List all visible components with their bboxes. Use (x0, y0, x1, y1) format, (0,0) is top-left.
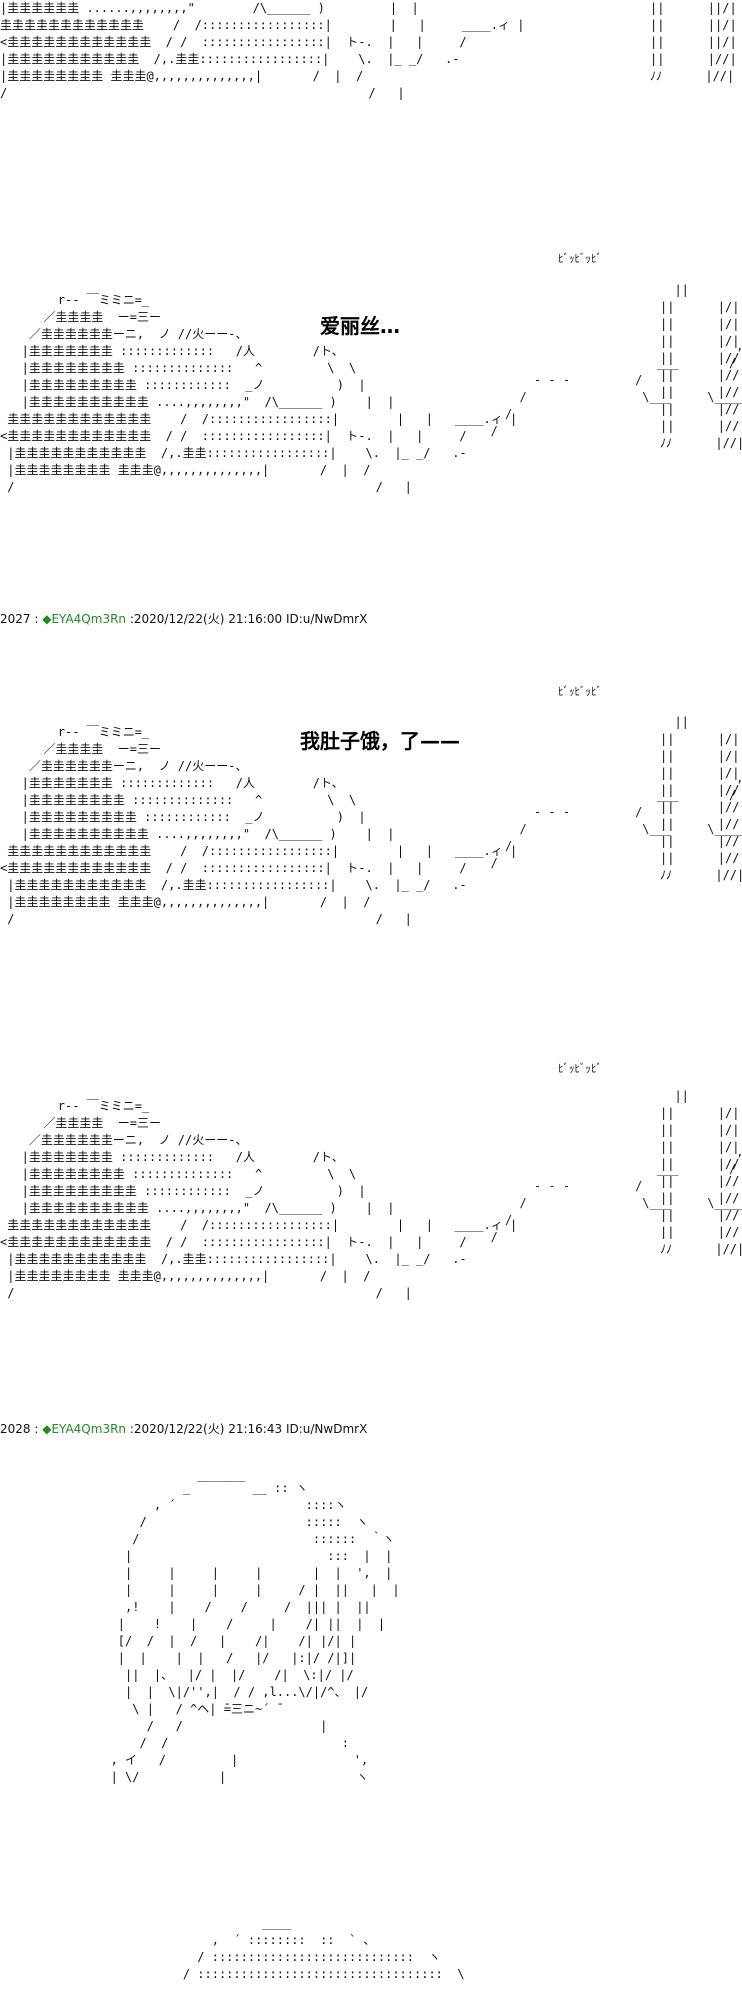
post-separator: : (34, 612, 39, 626)
poster-trip[interactable]: ◆EYA4Qm3Rn (42, 1422, 127, 1436)
aa-art-panel-2: r-- ￣ミミニ=_ ／圭圭圭圭 ー=三ー ／圭圭圭圭圭圭ーニ, ノ //火ーー… (0, 725, 518, 926)
post-header-2027: 2027 : ◆EYA4Qm3Rn :2020/12/22(火) 21:16:0… (0, 610, 367, 627)
aa-art-panel-3: r-- ￣ミミニ=_ ／圭圭圭圭 ー=三ー ／圭圭圭圭圭圭ーニ, ノ //火ーー… (0, 1099, 518, 1300)
speech-line-1: 爱丽丝… (320, 314, 400, 338)
aa-right-bars-panel-3: || || |/| || |/| || |/| || |//| || |//| … (660, 1089, 742, 1256)
aa-art-panel-5: ____ , ´ :::::::: :: ` 、 / :::::::::::::… (182, 1916, 465, 1981)
beep-sfx-1: ﾋﾞｯﾋﾞｯﾋﾞ (558, 252, 602, 265)
beep-sfx-2: ﾋﾞｯﾋﾞｯﾋﾞ (558, 685, 602, 698)
poster-trip[interactable]: ◆EYA4Qm3Rn (42, 612, 127, 626)
post-number[interactable]: 2027 (0, 612, 31, 626)
post-meta: :2020/12/22(火) 21:16:00 ID:u/NwDmrX (129, 612, 368, 626)
post-header-2028: 2028 : ◆EYA4Qm3Rn :2020/12/22(火) 21:16:4… (0, 1420, 367, 1437)
aa-art-panel-1: r-- ￣ミミニ=_ ／圭圭圭圭 ー=三ー ／圭圭圭圭圭圭ーニ, ノ //火ーー… (0, 293, 518, 494)
aa-right-bars-panel-1: || || |/| || |/| || |/| || |//| || |//| … (660, 283, 742, 450)
aa-signal-line-3: ,,. ___ / - - - / / \___ \______| / | / (490, 1145, 742, 1244)
aa-right-bars-panel-2: || || |/| || |/| || |/| || |//| || |//| … (660, 715, 742, 882)
post-number[interactable]: 2028 (0, 1422, 31, 1436)
aa-signal-line-1: ,,. ___ / - - - / / \___ \______| / | / (490, 339, 742, 438)
aa-art-panel-0: |圭圭圭圭圭圭 ......,,,,,,,," /\______ ) | | 圭… (0, 1, 525, 100)
beep-sfx-3: ﾋﾞｯﾋﾞｯﾋﾞ (558, 1062, 602, 1075)
aa-art-girl-back: _ ￣￣￣￣ __ :: ヽ , ´ ::::ヽ / ::::: ヽ / :::… (110, 1481, 400, 1784)
speech-line-2: 我肚子饿，了—— (300, 729, 460, 753)
aa-signal-line-2: ,,. ___ / - - - / / \___ \______| / | / (490, 771, 742, 870)
post-meta: :2020/12/22(火) 21:16:43 ID:u/NwDmrX (129, 1422, 368, 1436)
aa-right-bars-panel-0: || ||/| || ||/| || ||/| || |//| ﾉﾉ |//| (650, 1, 737, 83)
post-separator: : (34, 1422, 39, 1436)
